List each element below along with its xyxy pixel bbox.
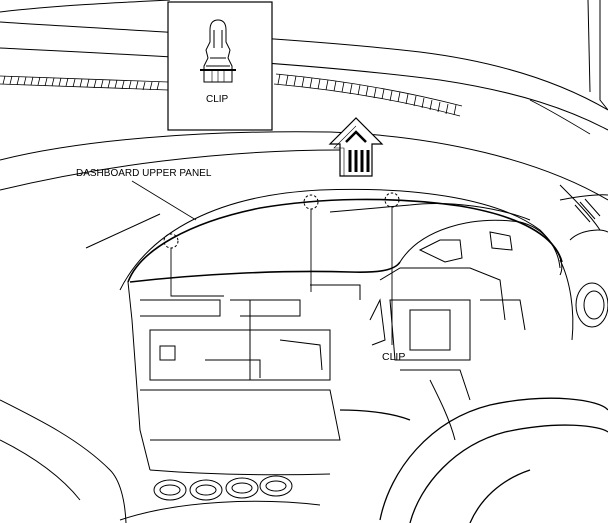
windshield-lines: [0, 0, 608, 131]
defroster-vents: [0, 73, 591, 135]
steering-wheel: [339, 397, 608, 523]
lower-vents: [119, 475, 321, 521]
side-vent: [559, 184, 608, 341]
left-side: [0, 399, 127, 523]
clip-leader-lines: [170, 207, 393, 345]
dashboard-top: [0, 131, 608, 291]
panel-leader-line: [131, 180, 197, 221]
clip-icon: [200, 19, 236, 83]
clip-inset-label: CLIP: [206, 94, 229, 105]
center-stack: [127, 281, 361, 476]
clip-callout-label: CLIP: [382, 351, 406, 363]
steering-column: [369, 219, 561, 441]
clip-inset-box: [167, 1, 273, 131]
dashboard-upper-panel-label: DASHBOARD UPPER PANEL: [76, 168, 212, 179]
dashboard-upper-panel: [127, 198, 563, 283]
clip-locations: [163, 192, 400, 249]
up-arrow-icon: [328, 117, 384, 177]
